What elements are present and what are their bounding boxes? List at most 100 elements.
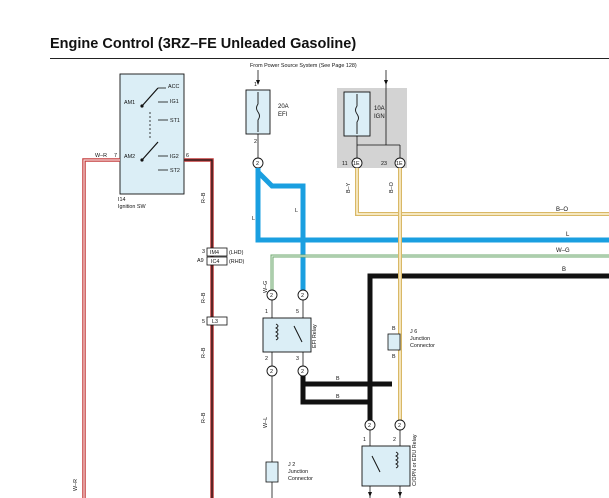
connector-rhd: (RHD) [229, 259, 244, 265]
wire-w-r-core [83, 159, 120, 498]
j6-pin-bottom: B [392, 354, 396, 360]
wire-label-l-left: L [252, 216, 255, 222]
j6-code: J 6 [410, 329, 417, 335]
wire-b-o-core [356, 168, 609, 215]
wire-b-relay-2 [300, 384, 373, 420]
efi-relay-box [262, 317, 312, 353]
connector-c1-pin: 2 [256, 161, 259, 167]
connector-im4 [206, 247, 228, 257]
fuse-ign-name: IGN [374, 114, 385, 120]
switch-contact-lower [141, 141, 159, 161]
connector-lhd: (LHD) [229, 250, 244, 256]
wire-label-b-o: B–O [556, 207, 568, 213]
title-rule [50, 58, 609, 59]
wire-label-r-b-2: R–B [201, 292, 207, 303]
ign-term-acc: ACC [168, 84, 179, 90]
wire-label-b-relay-1: B [336, 376, 340, 382]
ign-pin-am2: 7 [114, 153, 117, 159]
connector-ic4-label: IC4 [211, 259, 219, 265]
connector-low-1-pin: 2 [368, 423, 371, 429]
wire-label-w-g: W–G [556, 248, 570, 254]
fuse-icon [256, 92, 260, 132]
wire-label-b-o-vertical: B–O [389, 182, 395, 193]
fuse-efi-pin-top: 1 [254, 82, 257, 88]
wire-label-l: L [566, 232, 570, 238]
arrow-icon [398, 492, 402, 497]
j2-name-1: Junction [288, 469, 308, 475]
connector-relay-out-2-pin: 2 [301, 369, 304, 375]
source-note: From Power Source System (See Page 128) [250, 63, 357, 69]
page-title: Engine Control (3RZ–FE Unleaded Gasoline… [50, 36, 357, 52]
connector-relay-in-2-pin: 2 [301, 293, 304, 299]
arrow-icon [256, 80, 260, 85]
wire-label-b-relay-2: B [336, 394, 340, 400]
connector-23-label: 23 [381, 161, 387, 167]
j6-name-1: Junction [410, 336, 430, 342]
wire-l-bus [255, 172, 609, 243]
fuse-efi-rating: 20A [278, 104, 289, 110]
ign-term-st2: ST2 [170, 168, 180, 174]
wire-r-b [184, 158, 214, 498]
wire-label-l-right: L [295, 208, 298, 214]
fuse-icon [355, 94, 359, 134]
ignition-switch-name: Ignition SW [118, 204, 146, 210]
arrow-icon [368, 492, 372, 497]
connector-pin-5: 5 [202, 319, 205, 325]
wire-w-r [82, 158, 120, 498]
wire-b-relay-1 [300, 376, 392, 387]
wire-label-w-r-bottom: W–R [73, 479, 79, 491]
ign-term-am1: AM1 [124, 100, 135, 106]
relay-coil-icon [394, 451, 399, 469]
wire-label-w-r: W–R [95, 153, 107, 159]
wire-label-w-l: W–L [263, 417, 269, 428]
connector-11-code: 1E [353, 161, 360, 167]
ignition-switch-code: I14 [118, 197, 126, 203]
wire-label-b-y-vertical: B–Y [346, 182, 352, 193]
wire-label-b: B [562, 267, 566, 273]
connector-l3-label: L3 [212, 319, 218, 325]
wire-label-r-b-4: R–B [201, 412, 207, 423]
switch-pivot [140, 158, 144, 162]
wire-l-efi [255, 168, 306, 290]
j6-box [387, 333, 401, 351]
relay-coil-icon [274, 323, 279, 341]
connector-pin-3: 3 [202, 249, 205, 255]
efi-relay-label: EFI Relay [312, 324, 318, 348]
ign-term-ig2: IG2 [170, 154, 179, 160]
connector-a9: A9 [197, 258, 204, 264]
j2-name-2: Connector [288, 476, 313, 482]
wire-r-b-core [184, 159, 213, 498]
fuse-ign-rating: 10A [374, 106, 385, 112]
connector-ic4 [206, 256, 228, 266]
wire-label-r-b-3: R–B [201, 347, 207, 358]
relay-switch-icon [371, 455, 381, 473]
ign-term-ig1: IG1 [170, 99, 179, 105]
ignition-switch-box [119, 73, 185, 195]
opening-relay-box [361, 445, 411, 487]
wire-w-g-core [271, 255, 609, 290]
connector-relay-out-1-pin: 2 [270, 369, 273, 375]
relay-pin-5: 5 [296, 309, 299, 315]
ign-term-am2: AM2 [124, 154, 135, 160]
opening-relay-label: C/OPN or EDU Relay [412, 434, 418, 486]
relay-switch-icon [293, 325, 303, 343]
j6-name-2: Connector [410, 343, 435, 349]
ign-pin-ig2: 6 [186, 153, 189, 159]
wire-w-g [270, 254, 609, 290]
fuse-efi-name: EFI [278, 112, 288, 118]
opn-pin-1: 1 [363, 437, 366, 443]
connector-11-label: 11 [342, 161, 348, 167]
relay-pin-1: 1 [265, 309, 268, 315]
wire-b-bus [367, 273, 609, 420]
switch-pivot [140, 104, 144, 108]
arrow-icon [384, 80, 388, 85]
j6-pin-top: B [392, 326, 396, 332]
opn-pin-2: 2 [393, 437, 396, 443]
switch-contact-upper [141, 87, 159, 107]
relay-pin-2: 2 [265, 356, 268, 362]
j2-box [265, 461, 279, 483]
wire-label-w-g-vertical: W–G [263, 281, 269, 293]
j2-code: J 2 [288, 462, 295, 468]
